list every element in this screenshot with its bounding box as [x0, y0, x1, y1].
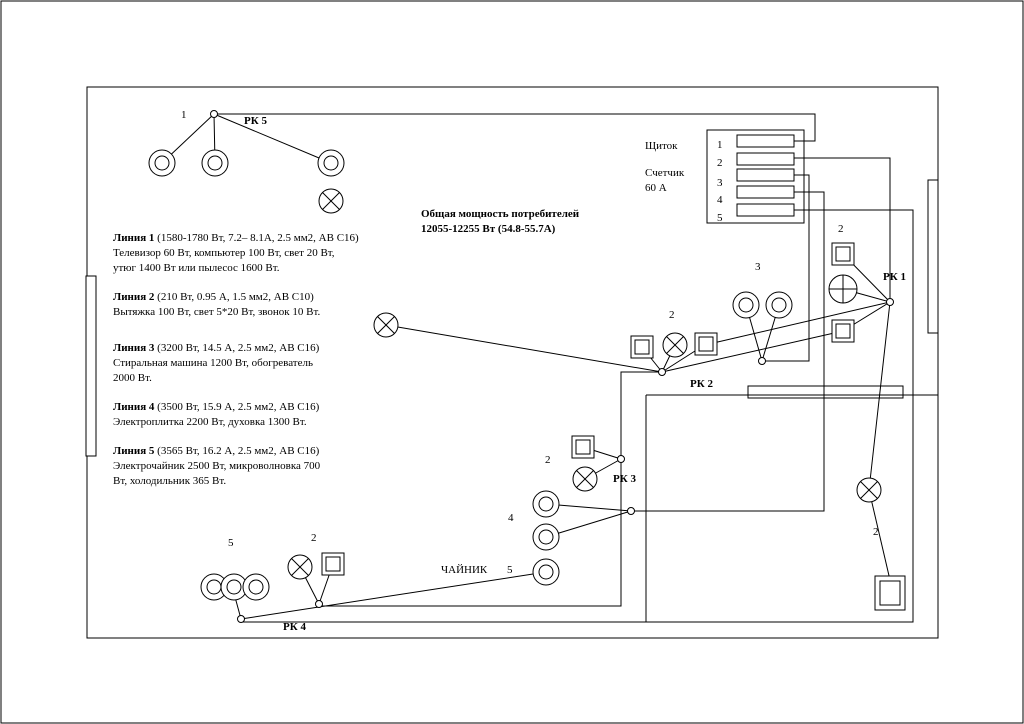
total-power-title: Общая мощность потребителей: [421, 208, 580, 220]
line-spec: (1580-1780 Вт, 7.2– 8.1А, 2.5 мм2, АВ С1…: [154, 232, 359, 244]
outlet-icon: [317, 149, 345, 177]
line-items: 2000 Вт.: [113, 372, 152, 384]
lamp-icon: [662, 332, 688, 358]
junction-rk4b: [315, 600, 323, 608]
breaker-4: [736, 185, 795, 199]
num-label: 2: [873, 526, 879, 538]
outlet-icon: [201, 149, 229, 177]
junction-line4: [627, 507, 635, 515]
switch-box-icon: [321, 552, 345, 576]
breaker-1: [736, 134, 795, 148]
line-items: Вытяжка 100 Вт, свет 5*20 Вт, звонок 10 …: [113, 306, 321, 318]
outlet-icon: [148, 149, 176, 177]
outlet-icon: [532, 523, 560, 551]
switch-box-icon: [831, 242, 855, 266]
kettle-label: ЧАЙНИК: [441, 564, 488, 576]
switch-box-icon: [571, 435, 595, 459]
junction-rk2: [658, 368, 666, 376]
junction-rk2b: [758, 357, 766, 365]
line-name: Линия 2: [113, 291, 155, 303]
line-name: Линия 1: [113, 232, 155, 244]
right-wall-opening: [927, 179, 939, 334]
electrical-panel: 1 2 3 4 5: [706, 129, 805, 224]
line-desc-3: Линия 3 (3200 Вт, 14.5 А, 2.5 мм2, АВ С1…: [113, 341, 413, 386]
total-power: Общая мощность потребителей 12055-12255 …: [421, 207, 579, 237]
meter-label: Счетчик: [645, 167, 685, 179]
breaker-5: [736, 203, 795, 217]
lamp-icon: [318, 188, 344, 214]
outlet-icon: [765, 291, 793, 319]
line-spec: (3200 Вт, 14.5 А, 2.5 мм2, АВ С16): [154, 342, 320, 354]
breaker-3: [736, 168, 795, 182]
num-label: 2: [545, 454, 551, 466]
outlet-icon: [532, 490, 560, 518]
num-label: 5: [228, 537, 234, 549]
rk1-label: РК 1: [883, 271, 906, 283]
switch-box-icon: [874, 575, 906, 611]
line-spec: (3500 Вт, 15.9 А, 2.5 мм2, АВ С16): [154, 401, 320, 413]
lamp-icon: [287, 554, 313, 580]
slot-num-4: 4: [717, 194, 723, 206]
line-items: Телевизор 60 Вт, компьютер 100 Вт, свет …: [113, 247, 335, 259]
junction-rk1: [886, 298, 894, 306]
lamp-icon: [856, 477, 882, 503]
rk2-label: РК 2: [690, 378, 713, 390]
total-power-value: 12055-12255 Вт (54.8-55.7А): [421, 223, 556, 235]
outlet-icon: [242, 573, 270, 601]
junction-rk3: [617, 455, 625, 463]
rk3-label: РК 3: [613, 473, 636, 485]
ceiling-fixture-icon: [828, 274, 858, 304]
line-items: Электрочайник 2500 Вт, микроволновка 700: [113, 460, 321, 472]
line-name: Линия 5: [113, 445, 155, 457]
rk4-label: РК 4: [283, 621, 306, 633]
line-spec: (3565 Вт, 16.2 А, 2.5 мм2, АВ С16): [154, 445, 320, 457]
meter-rating: 60 А: [645, 182, 667, 194]
num-label: 3: [755, 261, 761, 273]
switch-box-icon: [694, 332, 718, 356]
rk5-label: РК 5: [244, 115, 267, 127]
junction-rk5: [210, 110, 218, 118]
breaker-2: [736, 152, 795, 166]
switch-box-icon: [831, 319, 855, 343]
line-items: утюг 1400 Вт или пылесос 1600 Вт.: [113, 262, 280, 274]
junction-rk4: [237, 615, 245, 623]
line-items: Вт, холодильник 365 Вт.: [113, 475, 227, 487]
line-desc-1: Линия 1 (1580-1780 Вт, 7.2– 8.1А, 2.5 мм…: [113, 231, 413, 276]
line-items: Электроплитка 2200 Вт, духовка 1300 Вт.: [113, 416, 307, 428]
num-label: 2: [838, 223, 844, 235]
num-label: 4: [508, 512, 514, 524]
slot-num-3: 3: [717, 177, 723, 189]
slot-num-5: 5: [717, 212, 723, 224]
line-desc-4: Линия 4 (3500 Вт, 15.9 А, 2.5 мм2, АВ С1…: [113, 400, 413, 430]
slot-num-2: 2: [717, 157, 723, 169]
line-name: Линия 3: [113, 342, 155, 354]
line-name: Линия 4: [113, 401, 155, 413]
num-label: 1: [181, 109, 187, 121]
outlet-icon: [732, 291, 760, 319]
line-items: Стиральная машина 1200 Вт, обогреватель: [113, 357, 313, 369]
kettle-outlet-icon: [532, 558, 560, 586]
line-desc-5: Линия 5 (3565 Вт, 16.2 А, 2.5 мм2, АВ С1…: [113, 444, 413, 489]
lamp-icon: [572, 466, 598, 492]
num-label: 2: [669, 309, 675, 321]
left-wall-opening: [85, 275, 97, 457]
line-desc-2: Линия 2 (210 Вт, 0.95 А, 1.5 мм2, АВ С10…: [113, 290, 413, 320]
num-label: 2: [311, 532, 317, 544]
panel-label: Щиток: [645, 140, 678, 152]
line-spec: (210 Вт, 0.95 А, 1.5 мм2, АВ С10): [154, 291, 314, 303]
num-label: 5: [507, 564, 513, 576]
slot-num-1: 1: [717, 139, 723, 151]
switch-box-icon: [630, 335, 654, 359]
